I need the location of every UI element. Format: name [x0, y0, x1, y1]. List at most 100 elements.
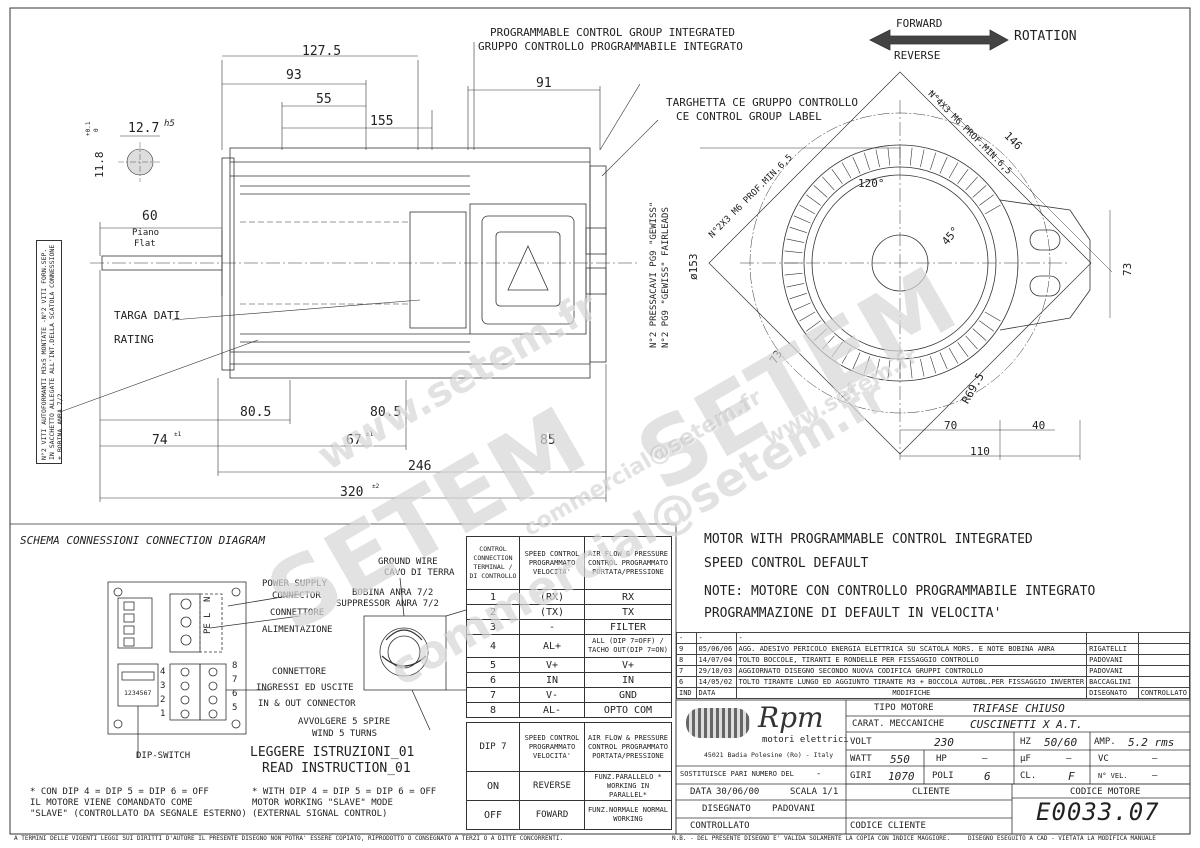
dim-tol-b: 0 — [93, 128, 100, 132]
carat-label: CARAT. MECCANICHE — [852, 719, 945, 729]
side-note-text: N°2 VITI AUTOFORMANTI M3x5 MONTATE -N°2 … — [40, 244, 64, 460]
cooling-fin — [965, 176, 978, 191]
cooling-fin — [784, 272, 803, 276]
note-english-line: MOTOR WORKING "SLAVE" MODE — [252, 798, 393, 808]
data-value: 30/06/00 — [716, 787, 760, 797]
cooling-fin — [972, 328, 987, 341]
dip-header-3: AIR FLOW & PRESSURE CONTROL PROGRAMMATO … — [584, 722, 672, 772]
side-note-box — [36, 240, 62, 464]
cooling-fin — [875, 149, 880, 168]
dim-tol-p1: ±1 — [174, 431, 182, 438]
leggere-label: LEGGERE ISTRUZIONI_01 — [250, 745, 415, 760]
avvolgere-label: AVVOLGERE 5 SPIRE — [298, 717, 391, 727]
terminal-speed-fn: V+ — [519, 657, 585, 673]
cooling-fin — [799, 204, 816, 215]
cooling-fin — [793, 215, 811, 224]
dim-91: 91 — [536, 76, 552, 91]
cooling-fins — [784, 147, 1001, 379]
cooling-fin — [822, 176, 835, 191]
fairleads-it: N°2 PRESSACAVI PG9 "GEWISS" — [649, 201, 659, 348]
in-out-en: IN & OUT CONNECTOR — [258, 699, 356, 709]
cooling-fin — [939, 352, 948, 370]
revision-index: - — [676, 632, 697, 644]
cooling-fin — [965, 335, 978, 350]
sheet-frame — [9, 7, 1191, 835]
dip-header-1: DIP 7 — [466, 722, 520, 772]
footer-right: DISEGNO ESEGUITO A CAD - VIETATA LA MODI… — [968, 835, 1156, 842]
forward-label: FORWARD — [896, 17, 943, 30]
revision-drawn: PADOVANI — [1086, 654, 1139, 666]
pin-label-right: 8 — [232, 661, 238, 671]
giri-label: GIRI — [850, 771, 872, 781]
scala-value: 1/1 — [822, 787, 839, 797]
terminal-airflow-fn: RX — [584, 589, 672, 605]
dip-state: OFF — [466, 800, 520, 830]
cooling-fin — [806, 320, 821, 332]
revision-date: - — [695, 632, 737, 644]
in-out-it: CONNETTORE — [272, 667, 327, 677]
dip-speed-fn: FOWARD — [519, 800, 585, 830]
revision-change: AGGIORNATO DISEGNO SECONDO NUOVA CODIFIC… — [735, 665, 1088, 677]
revision-drawn: RIGATELLI — [1086, 643, 1139, 655]
cooling-fin — [887, 360, 891, 379]
pin-label-right: 6 — [232, 689, 238, 699]
side-dimensions — [59, 42, 659, 502]
note-italian-line: * CON DIP 4 = DIP 5 = DIP 6 = OFF — [30, 787, 209, 797]
cooling-fin — [806, 194, 821, 206]
cooling-fin — [979, 320, 994, 332]
codice-motore-label: CODICE MOTORE — [1070, 787, 1141, 797]
cooling-fin — [920, 358, 925, 377]
dim-tol-p3: ±2 — [372, 483, 380, 490]
motor-end-view — [700, 29, 1113, 460]
cooling-fin — [813, 185, 828, 198]
dim-73-vertical: 73 — [1121, 262, 1134, 276]
cooling-fin — [852, 156, 861, 174]
hz-value: 50/60 — [1044, 736, 1078, 749]
revision-header-cell: MODIFICHE — [735, 687, 1088, 699]
hp-label: HP — [936, 754, 947, 764]
terminal-speed-fn: AL+ — [519, 634, 585, 658]
power-pin-label: PE — [203, 623, 213, 634]
power-pin-label: N — [203, 596, 213, 602]
bobina-label: BOBINA ANRA 7/2 — [352, 588, 434, 598]
terminal-airflow-fn: OPTO COM — [584, 702, 672, 718]
dim-h5: h5 — [164, 119, 175, 129]
rpm-logo-icon — [686, 708, 750, 738]
dim-tol-p2: ±1 — [366, 431, 374, 438]
terminal-table: CONTROL CONNECTION TERMINAL / DI CONTROL… — [466, 536, 672, 718]
volt-value: 230 — [934, 736, 954, 749]
codice-cliente-label: CODICE CLIENTE — [850, 821, 926, 831]
dip-header-2: SPEED CONTROL PROGRAMMATO VELOCITA' — [519, 722, 585, 772]
sostituisce-label: SOSTITUISCE PARI NUMERO DEL — [680, 770, 794, 778]
power-supply-it2: ALIMENTAZIONE — [262, 625, 333, 635]
cooling-fin — [831, 342, 843, 357]
dim-12-7: 12.7 — [128, 121, 160, 136]
cooling-fin — [789, 293, 807, 300]
dim-70: 70 — [944, 419, 958, 432]
poli-label: POLI — [932, 771, 954, 781]
footer-left: A TERMINI DELLE VIGENTI LEGGI SUI DIRITT… — [14, 835, 564, 842]
ground-wire-en: GROUND WIRE — [378, 557, 438, 567]
cooling-fin — [793, 302, 811, 311]
ce-label-it: TARGHETTA CE GRUPPO CONTROLLO — [666, 96, 859, 109]
cooling-fin — [831, 169, 843, 184]
suppressor-label: SUPPRESSOR ANRA 7/2 — [336, 599, 439, 609]
note-italian-line: "SLAVE" (CONTROLLATO DA SEGNALE ESTERNO) — [30, 809, 247, 819]
read-instruction-label: READ INSTRUCTION_01 — [262, 761, 411, 776]
note-line-3: NOTE: MOTORE CON CONTROLLO PROGRAMMABILE… — [704, 584, 1096, 599]
nvel-label: N° VEL. — [1098, 772, 1128, 780]
pin-label-left: 2 — [160, 695, 166, 705]
scala-label: SCALA — [790, 787, 818, 797]
terminal-airflow-fn: IN — [584, 672, 672, 688]
revision-checked — [1137, 643, 1191, 655]
terminal-airflow-fn: GND — [584, 687, 672, 703]
revision-change: - — [735, 632, 1088, 644]
dim-80-5b: 80.5 — [370, 405, 402, 420]
